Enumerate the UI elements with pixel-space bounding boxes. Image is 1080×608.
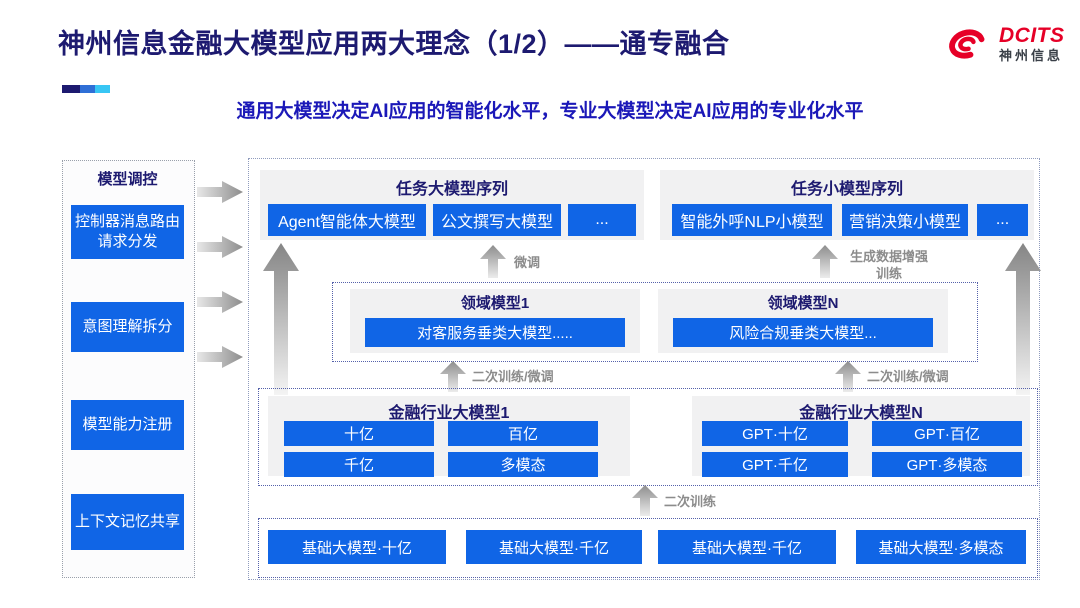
accent-segment-blue (80, 85, 95, 93)
sidebar-item-context: 上下文记忆共享 (71, 494, 184, 550)
tall-up-arrow-icon (263, 243, 299, 395)
base-models-container (258, 518, 1038, 578)
page-title: 神州信息金融大模型应用两大理念（1/2）——通专融合 (58, 29, 730, 59)
label-fine-tune: 微调 (514, 255, 541, 270)
logo-brand: DCITS (999, 24, 1065, 47)
model-box-gpt-multimodal: GPT·多模态 (872, 452, 1022, 477)
sidebar-item-register: 模型能力注册 (71, 400, 184, 450)
model-box-marketing: 营销决策小模型 (842, 204, 968, 236)
label-secondary-train-center: 二次训练 (664, 494, 717, 509)
logo-company: 神州信息 (999, 48, 1064, 64)
model-box-gpt-10b: GPT·百亿 (872, 421, 1022, 446)
up-arrow-icon (480, 245, 506, 278)
model-box-risk-compliance: 风险合规垂类大模型... (673, 318, 933, 347)
accent-segment-navy (62, 85, 80, 93)
model-box-agent: Agent智能体大模型 (268, 204, 426, 236)
right-arrow-icon (197, 236, 243, 258)
up-arrow-icon (632, 485, 658, 516)
model-box-gpt-1b: GPT·十亿 (702, 421, 848, 446)
base-model-box-multimodal: 基础大模型·多模态 (856, 530, 1026, 564)
task-large-model-title: 任务大模型序列 (395, 181, 508, 198)
label-secondary-train-left: 二次训练/微调 (472, 369, 554, 384)
label-secondary-train-right: 二次训练/微调 (867, 369, 949, 384)
model-box-customer-service: 对客服务垂类大模型..... (365, 318, 625, 347)
sidebar-title: 模型调控 (97, 171, 158, 188)
up-arrow-icon (440, 361, 466, 392)
up-arrow-icon (835, 361, 861, 392)
tall-up-arrow-icon (1005, 243, 1041, 395)
model-box-multimodal: 多模态 (448, 452, 598, 477)
right-arrow-icon (197, 291, 243, 313)
slide-subtitle: 通用大模型决定AI应用的智能化水平，专业大模型决定AI应用的专业化水平 (236, 101, 864, 122)
base-model-box-1b: 基础大模型·十亿 (268, 530, 446, 564)
dcits-swirl-logo-icon (940, 22, 994, 66)
domain-model-1-title: 领域模型1 (460, 295, 530, 312)
task-small-model-title: 任务小模型序列 (790, 181, 903, 198)
sidebar-item-router: 控制器消息路由请求分发 (71, 205, 184, 259)
model-box-ellipsis: ... (977, 204, 1028, 236)
model-box-ellipsis: ... (568, 204, 636, 236)
label-gen-data-train: 生成数据增强训练 (849, 249, 928, 281)
industry-models-container (258, 388, 1038, 486)
domain-models-container (332, 282, 978, 362)
right-arrow-icon (197, 346, 243, 368)
domain-model-n-title: 领域模型N (767, 295, 839, 312)
industry-model-n-title: 金融行业大模型N (799, 405, 923, 422)
architecture-container (248, 158, 1040, 580)
up-arrow-icon (812, 245, 838, 278)
base-model-box-100b-b: 基础大模型·千亿 (658, 530, 836, 564)
title-accent-bar (62, 85, 110, 93)
model-box-10b: 百亿 (448, 421, 598, 446)
logo-text: DCITS 神州信息 (999, 24, 1065, 64)
sidebar-item-intent: 意图理解拆分 (71, 302, 184, 352)
model-box-gpt-100b: GPT·千亿 (702, 452, 848, 477)
accent-segment-cyan (95, 85, 110, 93)
industry-model-1-title: 金融行业大模型1 (388, 405, 510, 422)
model-box-100b: 千亿 (284, 452, 434, 477)
model-box-1b: 十亿 (284, 421, 434, 446)
model-box-document-writing: 公文撰写大模型 (433, 204, 561, 236)
model-box-nlp-outcall: 智能外呼NLP小模型 (672, 204, 832, 236)
base-model-box-100b-a: 基础大模型·千亿 (466, 530, 642, 564)
right-arrow-icon (197, 181, 243, 203)
